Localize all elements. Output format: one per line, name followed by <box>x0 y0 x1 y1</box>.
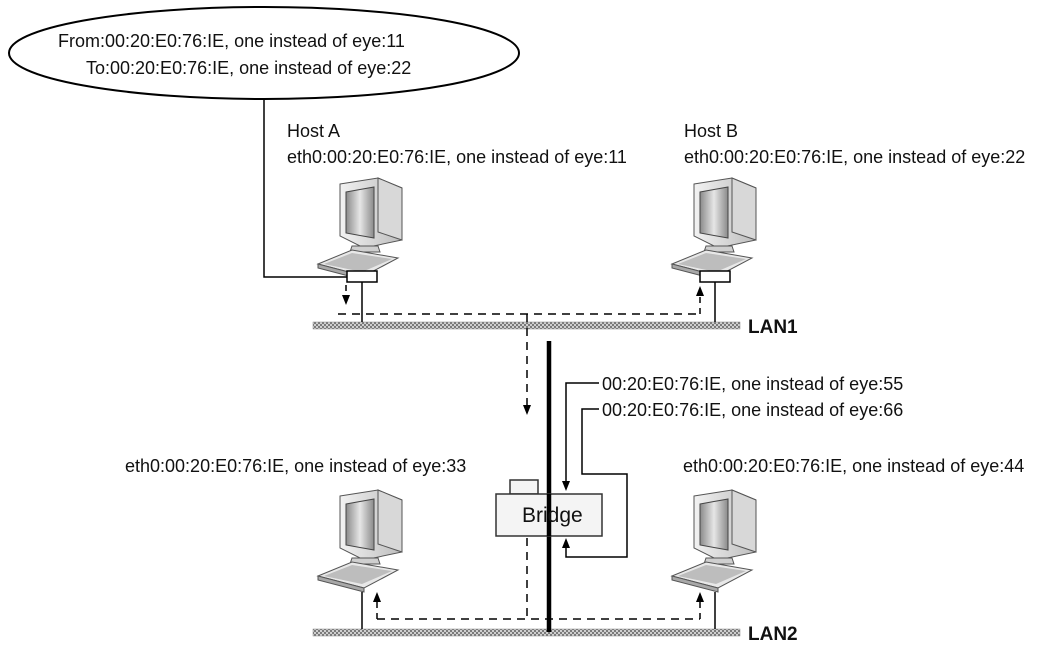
host-a-eth-address: eth0:00:20:E0:76:IE, one instead of eye:… <box>287 147 627 167</box>
bridge-port2-leader <box>562 408 628 558</box>
bridge-port1-mac: 00:20:E0:76:IE, one instead of eye:55 <box>602 374 903 394</box>
host-b: Host B eth0:00:20:E0:76:IE, one instead … <box>671 121 1025 322</box>
computer-icon <box>671 177 757 281</box>
callout-leader-line <box>263 99 347 278</box>
computer-icon <box>317 177 403 281</box>
host-a-name: Host A <box>287 121 340 141</box>
bridge-port1-leader <box>562 382 599 491</box>
frame-callout: From:00:20:E0:76:IE, one instead of eye:… <box>8 6 520 100</box>
host-b-name: Host B <box>684 121 738 141</box>
network-card-icon <box>699 270 731 283</box>
callout-from-text: From:00:20:E0:76:IE, one instead of eye:… <box>58 31 405 51</box>
computer-icon <box>671 489 757 593</box>
bridge-label: Bridge <box>522 504 583 527</box>
host-d: eth0:00:20:E0:76:IE, one instead of eye:… <box>671 456 1024 629</box>
network-card-icon <box>346 270 378 283</box>
callout-to-text: To:00:20:E0:76:IE, one instead of eye:22 <box>86 58 411 78</box>
host-d-eth-address: eth0:00:20:E0:76:IE, one instead of eye:… <box>683 456 1024 476</box>
lan2-segment: LAN2 <box>312 624 798 645</box>
callout-ellipse <box>8 6 520 100</box>
host-c: eth0:00:20:E0:76:IE, one instead of eye:… <box>125 456 466 629</box>
lan1-segment: LAN1 <box>312 317 798 338</box>
lan1-label: LAN1 <box>748 317 798 338</box>
host-a: Host A eth0:00:20:E0:76:IE, one instead … <box>287 121 627 322</box>
bridge-port2-mac: 00:20:E0:76:IE, one instead of eye:66 <box>602 400 903 420</box>
computer-icon <box>317 489 403 593</box>
frame-path <box>338 285 704 620</box>
host-c-eth-address: eth0:00:20:E0:76:IE, one instead of eye:… <box>125 456 466 476</box>
host-b-eth-address: eth0:00:20:E0:76:IE, one instead of eye:… <box>684 147 1025 167</box>
lan2-label: LAN2 <box>748 624 798 645</box>
bridge: Bridge 00:20:E0:76:IE, one instead of ey… <box>495 341 903 632</box>
bridge-icon <box>495 479 603 537</box>
